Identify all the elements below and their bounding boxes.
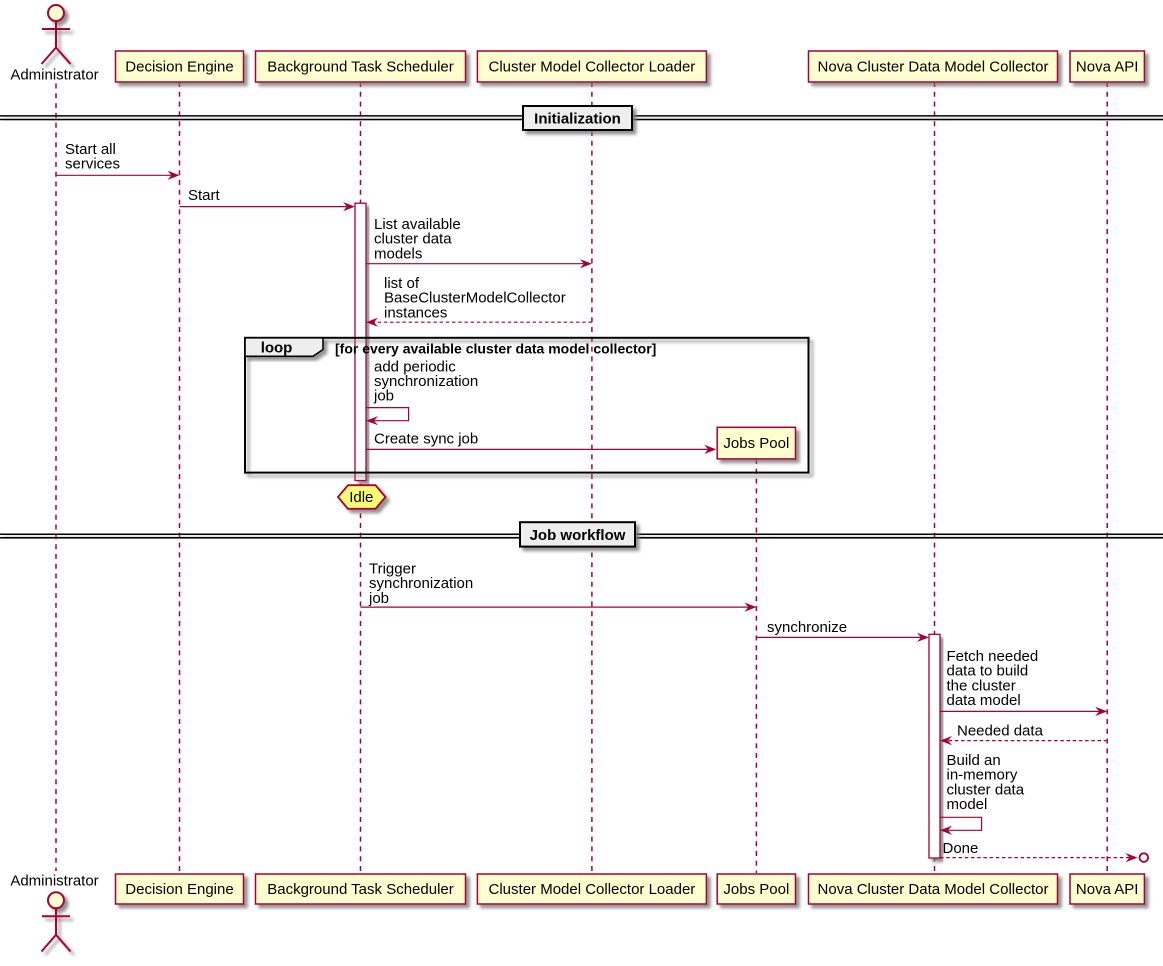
svg-text:in-memory: in-memory: [947, 767, 1018, 784]
svg-text:Nova Cluster Data Model Collec: Nova Cluster Data Model Collector: [818, 59, 1049, 76]
svg-text:Nova API: Nova API: [1076, 59, 1139, 76]
svg-text:Cluster Model Collector Loader: Cluster Model Collector Loader: [489, 59, 696, 76]
svg-text:Jobs Pool: Jobs Pool: [723, 881, 789, 898]
svg-text:Idle: Idle: [349, 489, 373, 506]
svg-text:Jobs Pool: Jobs Pool: [723, 435, 789, 452]
svg-text:job: job: [373, 388, 394, 405]
svg-text:Decision Engine: Decision Engine: [125, 59, 233, 76]
svg-text:synchronization: synchronization: [374, 373, 478, 390]
svg-text:add periodic: add periodic: [374, 358, 456, 375]
svg-text:Nova API: Nova API: [1076, 881, 1139, 898]
svg-text:model: model: [947, 796, 988, 813]
svg-text:list of: list of: [384, 275, 420, 292]
svg-text:Start all: Start all: [65, 141, 116, 158]
svg-text:instances: instances: [384, 304, 447, 321]
svg-text:Background Task Scheduler: Background Task Scheduler: [267, 881, 454, 898]
svg-text:Administrator: Administrator: [10, 873, 98, 890]
svg-text:Create sync job: Create sync job: [374, 430, 478, 447]
svg-text:BaseClusterModelCollector: BaseClusterModelCollector: [384, 290, 566, 307]
svg-text:List available: List available: [374, 216, 461, 233]
svg-text:Background Task Scheduler: Background Task Scheduler: [267, 59, 454, 76]
svg-text:Start: Start: [188, 187, 221, 204]
svg-text:Cluster Model Collector Loader: Cluster Model Collector Loader: [489, 881, 696, 898]
svg-text:Administrator: Administrator: [10, 66, 98, 83]
svg-text:cluster data: cluster data: [947, 781, 1025, 798]
svg-text:data model: data model: [947, 692, 1021, 709]
svg-text:job: job: [368, 590, 389, 607]
svg-text:Trigger: Trigger: [369, 560, 416, 577]
svg-text:cluster data: cluster data: [374, 231, 452, 248]
svg-text:data to build: data to build: [947, 663, 1029, 680]
svg-text:[for every available cluster d: [for every available cluster data model …: [335, 340, 656, 356]
svg-text:loop: loop: [261, 340, 293, 357]
svg-text:services: services: [65, 156, 120, 173]
svg-text:Initialization: Initialization: [534, 110, 621, 127]
svg-text:models: models: [374, 245, 422, 262]
svg-text:Decision Engine: Decision Engine: [125, 881, 233, 898]
svg-text:Done: Done: [943, 840, 979, 857]
svg-text:synchronization: synchronization: [369, 575, 473, 592]
svg-text:Needed data: Needed data: [957, 723, 1044, 740]
svg-text:Job workflow: Job workflow: [530, 527, 626, 544]
svg-text:Fetch needed: Fetch needed: [947, 648, 1039, 665]
svg-text:synchronize: synchronize: [767, 619, 847, 636]
svg-text:the cluster: the cluster: [947, 677, 1016, 694]
svg-text:Build an: Build an: [947, 752, 1001, 769]
svg-text:Nova Cluster Data Model Collec: Nova Cluster Data Model Collector: [818, 881, 1049, 898]
